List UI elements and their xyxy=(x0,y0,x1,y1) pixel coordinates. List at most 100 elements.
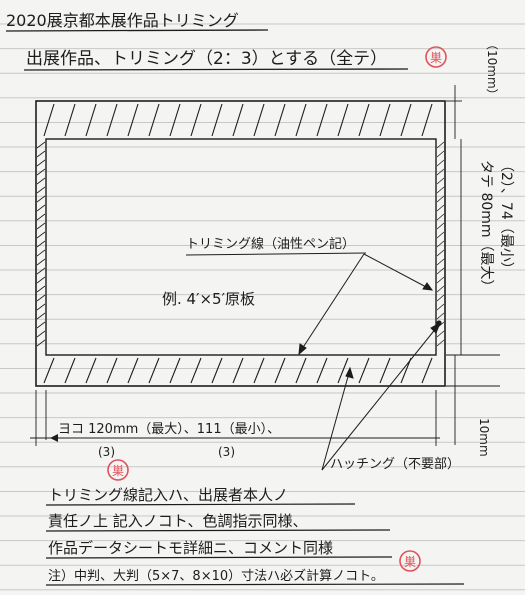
hatch-stroke xyxy=(36,312,46,320)
hatch-stroke xyxy=(36,141,46,149)
hatch-stroke xyxy=(106,103,118,137)
seal-stamp-middle: 巣 xyxy=(107,459,129,481)
hatch-stroke xyxy=(36,240,46,248)
note-line-2-underline xyxy=(45,529,391,532)
header-title: 2020展京都本展作品トリミング xyxy=(6,11,239,30)
hatch-stroke xyxy=(295,357,307,384)
hatch-stroke xyxy=(127,357,139,384)
example-plate-label: 例. 4′×5′原板 xyxy=(162,290,255,308)
hatch-stroke xyxy=(436,285,445,293)
seal-stamp-middle-text: 巣 xyxy=(112,464,124,478)
top-margin-dimension: （10mm） xyxy=(446,38,499,139)
hatch-stroke xyxy=(36,150,46,158)
hatch-stroke xyxy=(36,249,46,257)
hatch-stroke xyxy=(274,357,286,384)
hatch-stroke xyxy=(436,276,445,284)
hatch-stroke xyxy=(436,240,445,248)
hatch-stroke xyxy=(36,303,46,311)
hatch-stroke xyxy=(232,357,244,384)
hatch-stroke xyxy=(36,330,46,338)
hatch-stroke xyxy=(400,103,412,137)
height-dimension: タテ 80mm（最大） （2）、74（最小） xyxy=(460,139,514,355)
hatch-stroke xyxy=(379,357,391,384)
hatch-stroke xyxy=(36,231,46,239)
hatch-stroke xyxy=(421,103,433,137)
hatch-stroke xyxy=(36,276,46,284)
note-line-4-underline xyxy=(45,583,465,586)
hatch-stroke xyxy=(43,357,55,384)
top-margin-text: （10mm） xyxy=(485,38,499,101)
hatch-stroke xyxy=(337,357,349,384)
hatch-stroke xyxy=(36,222,46,230)
hatch-stroke xyxy=(190,103,202,137)
hatch-stroke xyxy=(211,103,223,137)
note-line-3: 作品データシートモ詳細ニ、コメント同様 xyxy=(48,539,333,557)
bottom-margin-text: 10mm xyxy=(477,418,491,457)
hatch-stroke xyxy=(36,294,46,302)
hatch-stroke xyxy=(436,222,445,230)
header-title-underline xyxy=(5,29,269,32)
hatch-stroke xyxy=(436,249,445,257)
hatching-arrows xyxy=(321,321,441,471)
hatch-stroke xyxy=(253,103,265,137)
hatch-stroke xyxy=(106,357,118,384)
hatch-stroke xyxy=(85,357,97,384)
hatch-stroke xyxy=(436,177,445,185)
hatch-stroke xyxy=(436,195,445,203)
hatch-stroke xyxy=(64,357,76,384)
header-instruction: 出展作品、トリミング（2：3）とする（全テ） xyxy=(26,49,387,69)
hatch-stroke xyxy=(36,186,46,194)
hatch-stroke xyxy=(85,103,97,137)
hatch-stroke xyxy=(36,204,46,212)
hatch-stroke xyxy=(379,103,391,137)
hatch-stroke xyxy=(316,357,328,384)
width-ratio-b: (3) xyxy=(218,445,235,459)
hatch-stroke xyxy=(436,186,445,194)
note-line-2: 責任ノ上 記入ノコト、色調指示同様、 xyxy=(48,512,307,530)
hatch-stroke xyxy=(43,103,55,137)
hatch-stroke xyxy=(169,357,181,384)
hatching-top xyxy=(43,103,433,137)
hatch-stroke xyxy=(169,103,181,137)
width-dimension-text: ヨコ 120mm（最大）、111（最小）、 xyxy=(58,422,280,437)
bottom-margin-dimension: 10mm xyxy=(446,354,500,457)
width-dimension: ヨコ 120mm（最大）、111（最小）、 (3) (3) xyxy=(30,390,440,459)
hatch-stroke xyxy=(358,103,370,137)
hatch-stroke xyxy=(337,103,349,137)
hatch-stroke xyxy=(436,303,445,311)
hatch-stroke xyxy=(436,312,445,320)
seal-stamp-header-text: 巣 xyxy=(430,51,442,65)
hatch-stroke xyxy=(36,159,46,167)
hatch-stroke xyxy=(127,103,139,137)
hatch-stroke xyxy=(436,204,445,212)
trim-line-label: トリミング線（油性ペン記） xyxy=(186,236,355,252)
hatching-left xyxy=(36,141,46,347)
hatch-stroke xyxy=(436,159,445,167)
hatch-stroke xyxy=(316,103,328,137)
film-frame xyxy=(35,100,446,387)
width-ratio-a: (3) xyxy=(98,445,115,459)
header-instruction-underline xyxy=(23,68,409,71)
seal-stamp-header: 巣 xyxy=(425,46,447,68)
note-line-4: 注）中判、大判（5×7、8×10）寸法ハ必ズ計算ノコト。 xyxy=(48,568,384,584)
seal-stamp-bottom: 巣 xyxy=(399,550,421,572)
hatch-stroke xyxy=(36,177,46,185)
hatch-stroke xyxy=(436,168,445,176)
hatch-stroke xyxy=(358,357,370,384)
hatch-stroke xyxy=(190,357,202,384)
hatch-stroke xyxy=(436,231,445,239)
height-dimension-text-1: タテ 80mm（最大） xyxy=(478,160,494,294)
hatch-stroke xyxy=(36,267,46,275)
hatch-stroke xyxy=(36,213,46,221)
hatch-stroke xyxy=(36,285,46,293)
hatch-stroke xyxy=(64,103,76,137)
hatch-stroke xyxy=(436,141,445,149)
hatch-stroke xyxy=(436,150,445,158)
hatch-stroke xyxy=(436,258,445,266)
seal-stamp-bottom-text: 巣 xyxy=(404,555,416,569)
hatch-stroke xyxy=(274,103,286,137)
hatch-stroke xyxy=(253,357,265,384)
